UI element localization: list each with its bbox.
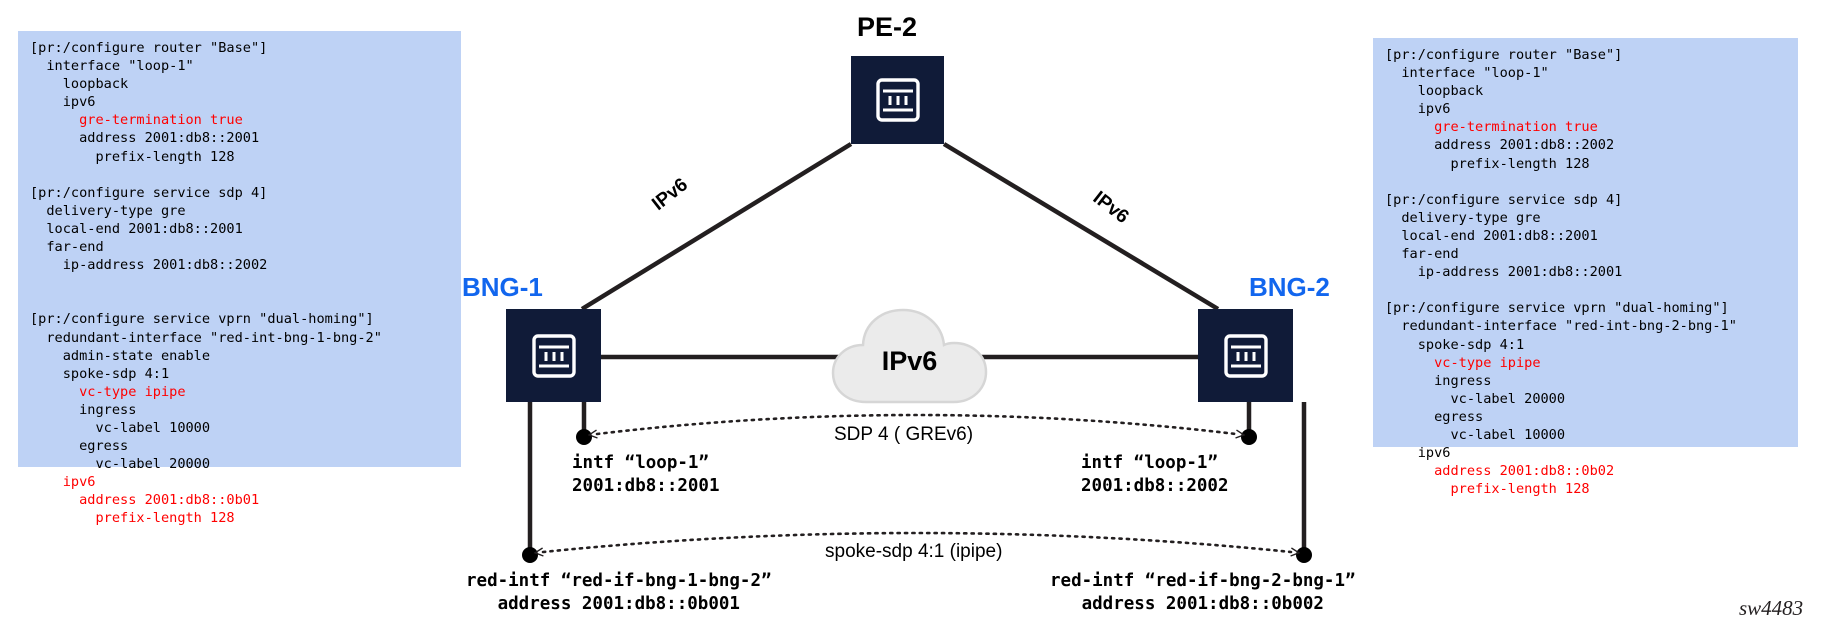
- config-line: gre-termination true: [1385, 119, 1598, 136]
- config-line: far-end: [30, 239, 104, 256]
- caption-bng2-redundant-interface: red-intf “red-if-bng-2-bng-1” address 20…: [1050, 570, 1356, 616]
- caption-bng1-interface: intf “loop-1”2001:db8::2001: [572, 452, 720, 498]
- config-line: ingress: [1385, 372, 1492, 389]
- link-pe2-bng2: [942, 142, 1220, 311]
- endpoint-dot-bng1-redundant: [522, 547, 538, 563]
- node-pe2[interactable]: [851, 56, 944, 144]
- link-pe2-bng1: [580, 142, 853, 311]
- config-line: address 2001:db8::0b02: [1385, 463, 1615, 480]
- config-line: spoke-sdp 4:1: [1385, 336, 1525, 353]
- config-line: egress: [1385, 408, 1484, 425]
- caption-line: red-intf “red-if-bng-2-bng-1”: [1050, 571, 1356, 591]
- figure-id-watermark: sw4483: [1739, 596, 1804, 620]
- config-line: vc-label 20000: [1385, 390, 1566, 407]
- caption-line: address 2001:db8::0b002: [1050, 594, 1324, 614]
- config-line: ip-address 2001:db8::2002: [30, 257, 268, 274]
- caption-line: intf “loop-1”: [572, 453, 709, 473]
- router-icon: [875, 78, 920, 122]
- config-line: interface "loop-1": [1385, 65, 1549, 82]
- config-line: gre-termination true: [30, 112, 243, 129]
- caption-line: red-intf “red-if-bng-1-bng-2”: [466, 571, 772, 591]
- config-block-bng2: [pr:/configure router "Base"] interface …: [1373, 38, 1798, 497]
- caption-bng2-interface: intf “loop-1”2001:db8::2002: [1081, 452, 1229, 498]
- config-line: [pr:/configure service vprn "dual-homing…: [30, 311, 374, 328]
- config-line: admin-state enable: [30, 347, 211, 364]
- config-line: prefix-length 128: [30, 510, 235, 527]
- config-line: prefix-length 128: [1385, 155, 1590, 172]
- endpoint-dot-bng2-loopback: [1241, 429, 1257, 445]
- config-line: ipv6: [1385, 101, 1451, 118]
- config-line: ipv6: [1385, 445, 1451, 462]
- config-line: address 2001:db8::2001: [30, 130, 260, 147]
- config-line: redundant-interface "red-int-bng-1-bng-2…: [30, 329, 382, 346]
- config-line: address 2001:db8::2002: [1385, 137, 1615, 154]
- config-line: spoke-sdp 4:1: [30, 365, 170, 382]
- config-line: vc-label 10000: [1385, 426, 1566, 443]
- config-line: [pr:/configure router "Base"]: [30, 40, 268, 56]
- config-line: loopback: [30, 76, 129, 93]
- endpoint-dot-bng1-loopback: [576, 429, 592, 445]
- config-line: ipv6: [30, 474, 96, 491]
- config-line: [30, 292, 451, 310]
- config-line: prefix-length 128: [1385, 481, 1590, 498]
- link-label-pe2-bng1: IPv6: [648, 174, 692, 215]
- node-bng2[interactable]: [1198, 309, 1293, 402]
- tunnel-label-sdp: SDP 4 ( GREv6): [834, 424, 974, 445]
- config-line: local-end 2001:db8::2001: [30, 220, 243, 237]
- config-line: vc-type ipipe: [30, 383, 186, 400]
- config-line: vc-type ipipe: [1385, 354, 1541, 371]
- config-line: [pr:/configure router "Base"]: [1385, 47, 1623, 63]
- caption-bng1-redundant-interface: red-intf “red-if-bng-1-bng-2” address 20…: [466, 570, 772, 616]
- config-line: egress: [30, 438, 129, 455]
- caption-line: 2001:db8::2002: [1081, 476, 1229, 496]
- cloud-label: IPv6: [881, 345, 938, 376]
- config-line: [1385, 281, 1788, 299]
- config-line: [1385, 173, 1788, 191]
- config-line: redundant-interface "red-int-bng-2-bng-1…: [1385, 318, 1737, 335]
- config-line: local-end 2001:db8::2001: [1385, 227, 1598, 244]
- config-line: ip-address 2001:db8::2001: [1385, 264, 1623, 281]
- config-line: vc-label 20000: [30, 456, 211, 473]
- config-line: vc-label 10000: [30, 419, 211, 436]
- caption-line: address 2001:db8::0b001: [466, 594, 740, 614]
- router-icon: [1223, 333, 1268, 378]
- config-line: interface "loop-1": [30, 58, 194, 75]
- config-block-bng1: [pr:/configure router "Base"] interface …: [18, 31, 461, 526]
- config-line: loopback: [1385, 83, 1484, 100]
- config-line: address 2001:db8::0b01: [30, 492, 260, 509]
- link-label-pe2-bng2: IPv6: [1088, 187, 1133, 228]
- config-line: [pr:/configure service vprn "dual-homing…: [1385, 300, 1729, 317]
- caption-line: 2001:db8::2001: [572, 476, 720, 496]
- node-label-bng2: BNG-2: [1249, 272, 1330, 302]
- router-icon: [531, 333, 576, 378]
- config-line: [pr:/configure service sdp 4]: [30, 184, 268, 201]
- caption-line: intf “loop-1”: [1081, 453, 1218, 473]
- config-line: [pr:/configure service sdp 4]: [1385, 191, 1623, 208]
- config-line: [30, 274, 451, 292]
- config-line: [30, 166, 451, 184]
- node-label-bng1: BNG-1: [462, 272, 543, 302]
- node-label-pe2: PE-2: [857, 12, 918, 42]
- node-bng1[interactable]: [506, 309, 601, 402]
- config-line: ipv6: [30, 94, 96, 111]
- cloud-node: IPv6: [833, 310, 986, 402]
- endpoint-dot-bng2-redundant: [1296, 547, 1312, 563]
- config-line: far-end: [1385, 246, 1459, 263]
- config-line: prefix-length 128: [30, 148, 235, 165]
- config-line: delivery-type gre: [30, 202, 186, 219]
- config-line: delivery-type gre: [1385, 209, 1541, 226]
- config-line: ingress: [30, 401, 137, 418]
- tunnel-label-spoke: spoke-sdp 4:1 (ipipe): [825, 541, 1003, 562]
